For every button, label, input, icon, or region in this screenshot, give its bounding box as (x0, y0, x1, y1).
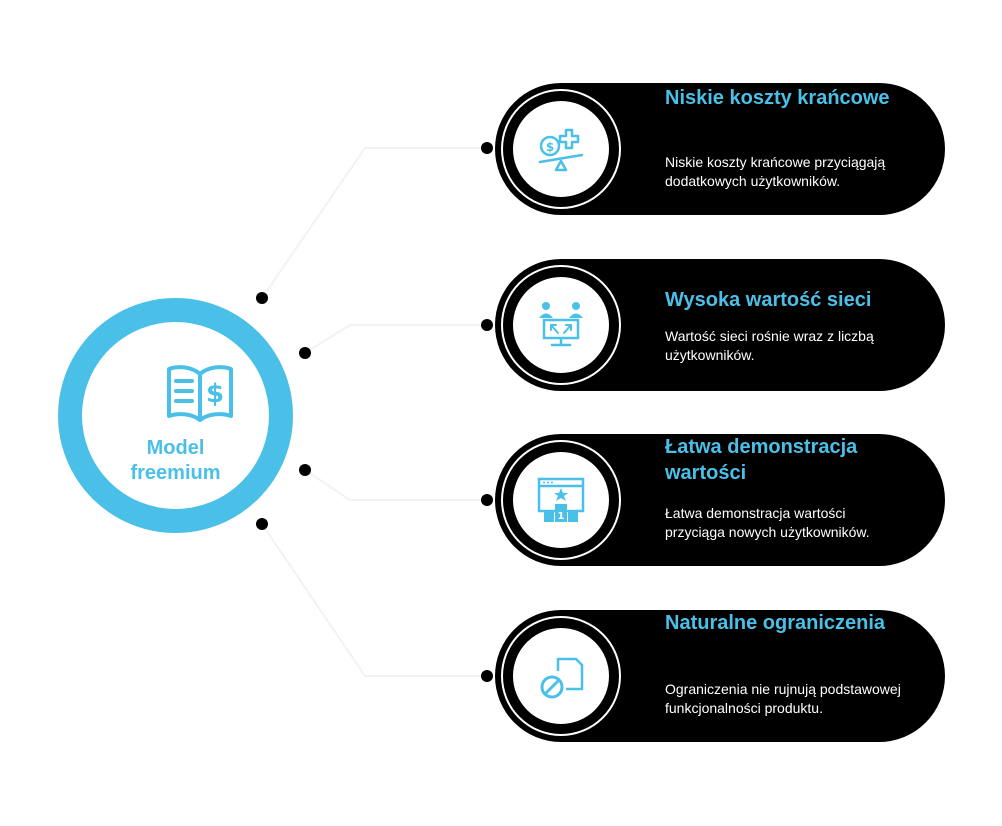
card-easy-value-demo: 1 Łatwa demonstracja wartości Łatwa demo… (495, 434, 945, 566)
dollar-scale-plus-icon: $ (538, 128, 584, 172)
card-icon-circle (503, 267, 619, 383)
card-icon-circle: $ (503, 91, 619, 207)
card-title: Niskie koszty krańcowe (665, 87, 890, 109)
star-podium-icon: 1 (537, 477, 585, 522)
card-title: Wysoka wartość sieci (665, 289, 872, 311)
connector-dot (481, 670, 493, 682)
card-icon-circle: 1 (503, 442, 619, 558)
connector-dot (299, 464, 311, 476)
connector-3 (304, 469, 487, 501)
card-title: Łatwa demonstracja wartości (665, 436, 858, 484)
connector-dot (481, 142, 493, 154)
connector-dot (299, 347, 311, 359)
svg-text:1: 1 (558, 511, 565, 522)
card-title: Naturalne ograniczenia (665, 612, 886, 634)
dollar-book-icon: $ (167, 365, 233, 422)
connector-4 (261, 523, 487, 677)
connector-dot (481, 494, 493, 506)
svg-text:$: $ (546, 140, 554, 154)
card-high-network-value: Wysoka wartość sieci Wartość sieci rośni… (495, 259, 945, 391)
card-description: Wartość sieci rośnie wraz z liczbą użytk… (665, 328, 874, 363)
connector-dot (481, 319, 493, 331)
connector-1 (261, 147, 487, 299)
connector-dot (256, 292, 268, 304)
card-description: Ograniczenia nie rujnują podstawowej fun… (665, 681, 901, 716)
hub-circle: $ Model freemium (58, 298, 293, 533)
restriction-icon (540, 657, 584, 699)
card-description: Łatwa demonstracja wartości przyciąga no… (665, 505, 870, 540)
hub-title-line-1: Model (146, 437, 205, 459)
connector-dot (256, 518, 268, 530)
network-users-icon (539, 302, 583, 347)
hub-title-line-2: freemium (130, 462, 221, 484)
connector-2 (304, 324, 487, 354)
card-natural-limits: Naturalne ograniczenia Ograniczenia nie … (495, 610, 945, 742)
card-description: Niskie koszty krańcowe przyciągają dodat… (665, 154, 886, 189)
hub-title: Model freemium (82, 436, 269, 486)
card-low-marginal-costs: $ Niskie koszty krańcowe Niskie koszty k… (495, 83, 945, 215)
svg-text:$: $ (206, 379, 224, 409)
card-icon-circle (503, 618, 619, 734)
